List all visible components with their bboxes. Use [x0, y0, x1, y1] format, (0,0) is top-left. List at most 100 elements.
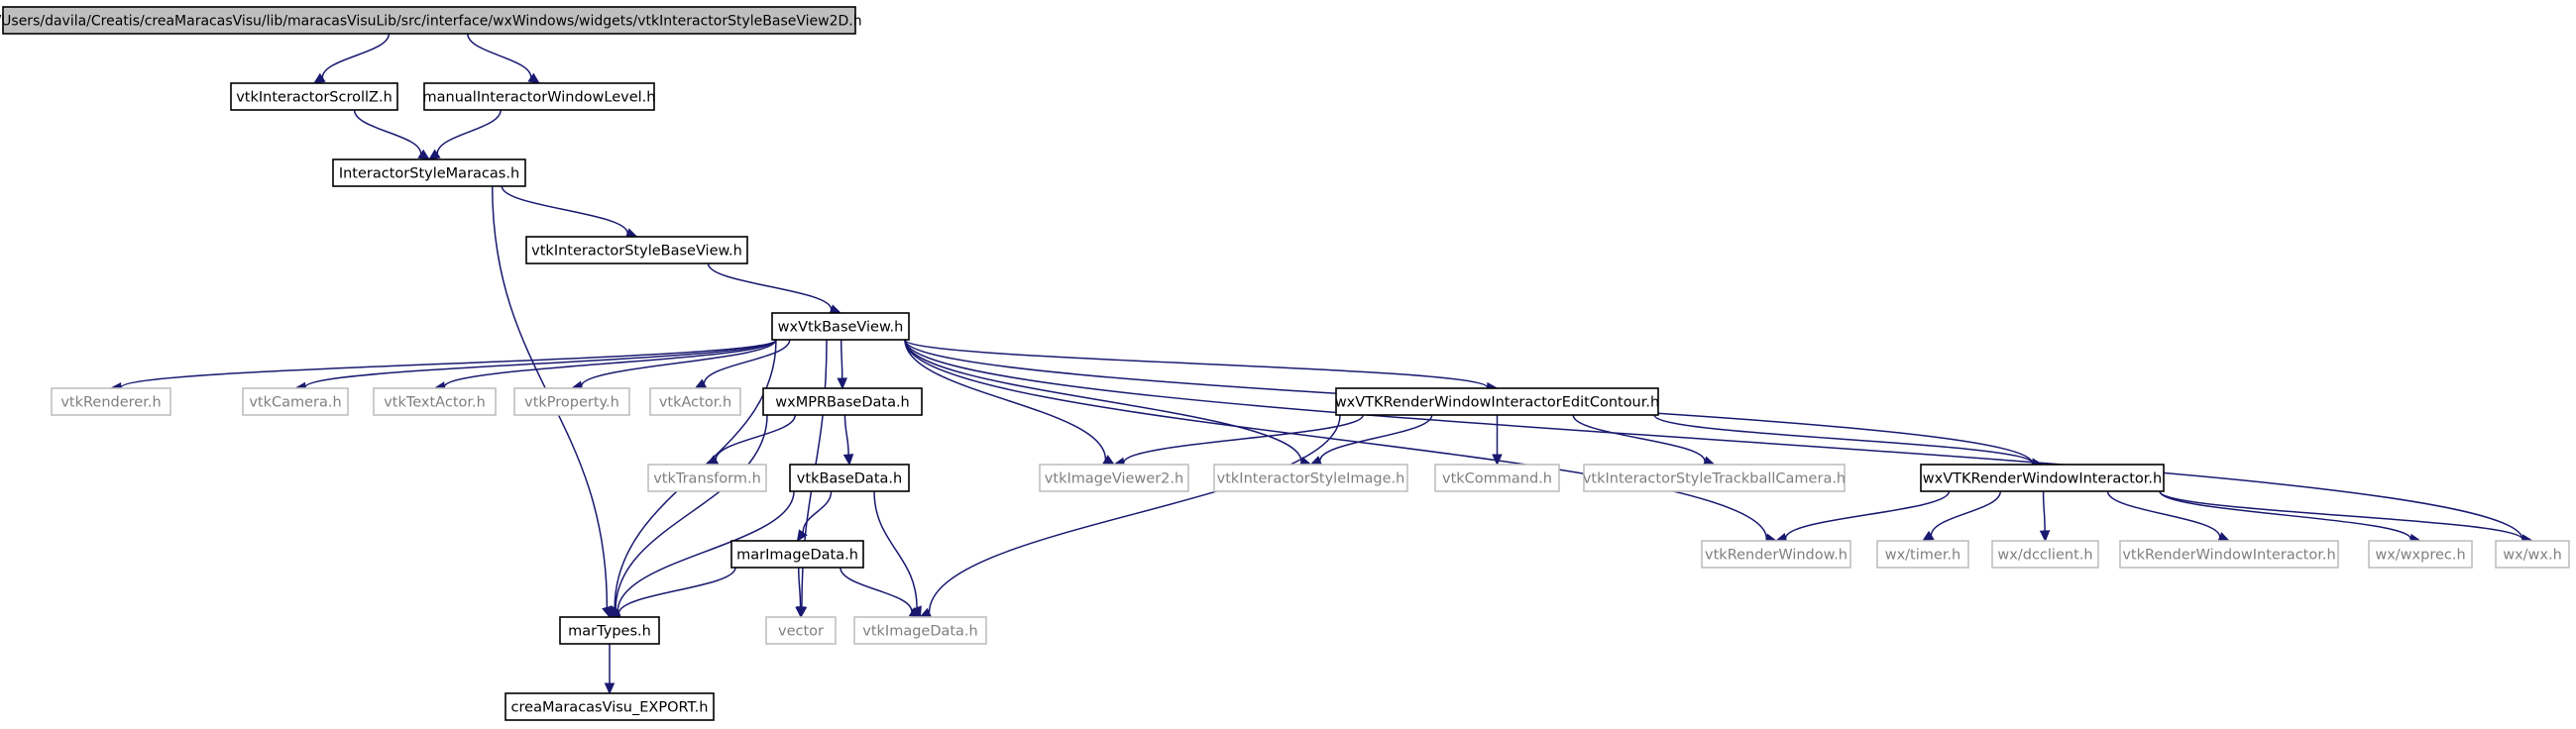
node-isbaseview[interactable]: vtkInteractorStyleBaseView.h: [525, 236, 748, 264]
node-label-scrollz: vtkInteractorScrollZ.h: [236, 90, 392, 106]
edge-arrowhead-wxvtkbaseview-to-mprbasedata: [837, 377, 847, 390]
node-label-root: /Users/davila/Creatis/creaMaracasVisu/li…: [0, 14, 862, 30]
node-imagedata: vtkImageData.h: [853, 616, 987, 645]
node-box-command: [1434, 464, 1560, 492]
node-imageviewer2: vtkImageViewer2.h: [1039, 464, 1189, 492]
node-box-istrackball: [1583, 464, 1846, 492]
node-renderer: vtkRenderer.h: [51, 387, 171, 416]
edge-marimagedata-to-vector: [797, 567, 802, 608]
node-dcclient: wx/dcclient.h: [1991, 540, 2099, 569]
node-box-editcontour: [1335, 387, 1659, 416]
node-label-dcclient: wx/dcclient.h: [1997, 548, 2092, 564]
edge-root-to-scrollz: [321, 33, 391, 78]
node-label-istrackball: vtkInteractorStyleTrackballCamera.h: [1583, 471, 1846, 487]
node-manualwl[interactable]: manualInteractorWindowLevel.h: [423, 82, 656, 111]
node-vtkrwi: vtkRenderWindowInteractor.h: [2119, 540, 2339, 569]
node-label-imageviewer2: vtkImageViewer2.h: [1045, 471, 1183, 487]
edge-isbaseview-to-wxvtkbaseview: [707, 262, 833, 310]
node-export[interactable]: creaMaracasVisu_EXPORT.h: [504, 692, 715, 721]
node-box-marimagedata: [730, 540, 864, 569]
edge-arrowhead-marimagedata-to-vector: [795, 606, 806, 619]
node-label-wxvtkbaseview: wxVtkBaseView.h: [778, 320, 904, 336]
node-box-isbaseview: [525, 236, 748, 264]
node-mprbasedata[interactable]: wxMPRBaseData.h: [762, 387, 923, 416]
edge-editcontour-to-wxrwi: [1653, 414, 2034, 465]
node-box-manualwl: [423, 82, 655, 111]
node-label-wxh: wx/wx.h: [2503, 548, 2562, 564]
node-command: vtkCommand.h: [1434, 464, 1560, 492]
node-box-vtkrwi: [2119, 540, 2339, 569]
node-label-editcontour: wxVTKRenderWindowInteractorEditContour.h: [1335, 395, 1659, 411]
node-label-textactor: vtkTextActor.h: [384, 395, 486, 411]
node-marimagedata[interactable]: marImageData.h: [730, 540, 864, 569]
edge-arrowhead-wxrwi-to-dcclient: [2039, 530, 2051, 543]
edge-editcontour-to-isimage: [1319, 414, 1433, 462]
node-box-wxrwi: [1920, 464, 2165, 492]
node-editcontour[interactable]: wxVTKRenderWindowInteractorEditContour.h: [1335, 387, 1659, 416]
edge-wxvtkbaseview-to-imageviewer2: [904, 339, 1107, 460]
node-martypes[interactable]: marTypes.h: [559, 616, 660, 645]
node-box-rendwin: [1701, 540, 1851, 569]
node-box-scrollz: [230, 82, 398, 111]
node-box-property: [513, 387, 630, 416]
node-box-imagedata: [853, 616, 987, 645]
node-ismaracas[interactable]: InteractorStyleMaracas.h: [332, 158, 526, 187]
edge-wxvtkbaseview-to-property: [580, 339, 777, 387]
edge-mprbasedata-to-transform: [715, 414, 796, 461]
edge-wxvtkbaseview-to-camera: [304, 339, 777, 388]
edge-wxvtkbaseview-to-rendwin: [904, 339, 1768, 539]
node-label-wxrwi: wxVTKRenderWindowInteractor.h: [1923, 471, 2162, 487]
node-box-isimage: [1213, 464, 1408, 492]
node-actor: vtkActor.h: [649, 387, 741, 416]
node-basedata[interactable]: vtkBaseData.h: [789, 464, 910, 492]
edge-arrowhead-scrollz-to-ismaracas: [417, 149, 431, 160]
node-label-vtkrwi: vtkRenderWindowInteractor.h: [2122, 548, 2335, 564]
edge-arrowhead-root-to-manualwl: [527, 72, 541, 84]
node-wxrwi[interactable]: wxVTKRenderWindowInteractor.h: [1920, 464, 2165, 492]
node-box-vector: [765, 616, 837, 645]
node-label-property: vtkProperty.h: [524, 395, 619, 411]
node-vector: vector: [765, 616, 837, 645]
edge-wxvtkbaseview-to-actor: [703, 339, 791, 384]
edge-basedata-to-imagedata: [873, 490, 918, 608]
node-box-basedata: [789, 464, 910, 492]
node-istrackball: vtkInteractorStyleTrackballCamera.h: [1583, 464, 1846, 492]
node-wxh: wx/wx.h: [2495, 540, 2570, 569]
edge-editcontour-to-imagedata: [928, 414, 1341, 613]
edge-wxrwi-to-vtkrwi: [2106, 490, 2221, 538]
node-timer: wx/timer.h: [1876, 540, 1969, 569]
edge-arrowhead-root-to-scrollz: [312, 72, 326, 84]
node-label-timer: wx/timer.h: [1885, 548, 1961, 564]
node-rendwin: vtkRenderWindow.h: [1701, 540, 1851, 569]
node-scrollz[interactable]: vtkInteractorScrollZ.h: [230, 82, 398, 111]
node-label-ismaracas: InteractorStyleMaracas.h: [339, 166, 519, 182]
edge-editcontour-to-istrackball: [1572, 414, 1706, 462]
node-wxvtkbaseview[interactable]: wxVtkBaseView.h: [771, 312, 910, 341]
edge-wxvtkbaseview-to-editcontour: [904, 339, 1489, 388]
edge-wxrwi-to-dcclient: [2042, 490, 2046, 532]
node-textactor: vtkTextActor.h: [373, 387, 497, 416]
node-box-textactor: [373, 387, 497, 416]
dependency-edges: [109, 33, 2534, 695]
node-box-wxprec: [2368, 540, 2473, 569]
node-root[interactable]: /Users/davila/Creatis/creaMaracasVisu/li…: [0, 6, 862, 35]
edge-scrollz-to-ismaracas: [353, 109, 422, 155]
node-box-camera: [242, 387, 349, 416]
node-box-martypes: [559, 616, 660, 645]
node-box-dcclient: [1991, 540, 2099, 569]
node-label-isimage: vtkInteractorStyleImage.h: [1217, 471, 1405, 487]
node-label-marimagedata: marImageData.h: [736, 548, 858, 564]
node-label-basedata: vtkBaseData.h: [797, 471, 902, 487]
node-box-mprbasedata: [762, 387, 923, 416]
node-camera: vtkCamera.h: [242, 387, 349, 416]
edge-mprbasedata-to-martypes: [615, 414, 768, 610]
edge-arrowhead-martypes-to-export: [604, 682, 616, 695]
node-box-imageviewer2: [1039, 464, 1189, 492]
node-box-renderer: [51, 387, 171, 416]
node-label-command: vtkCommand.h: [1442, 471, 1552, 487]
edge-wxrwi-to-rendwin: [1784, 490, 1951, 539]
node-label-manualwl: manualInteractorWindowLevel.h: [423, 90, 656, 106]
node-box-root: [2, 6, 856, 35]
edge-wxvtkbaseview-to-isimage: [904, 339, 1302, 463]
